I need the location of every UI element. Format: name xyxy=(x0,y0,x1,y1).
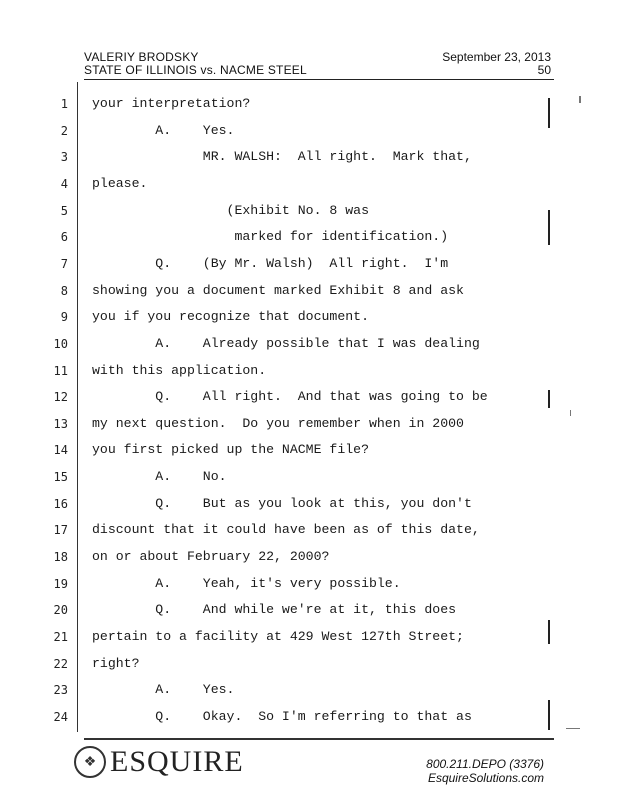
line-number: 24 xyxy=(53,710,68,724)
transcript-line: marked for identification.) xyxy=(92,229,449,244)
line-number: 14 xyxy=(53,443,68,457)
transcript-line: you if you recognize that document. xyxy=(92,309,369,324)
line-number: 5 xyxy=(60,204,68,218)
transcript-line: Q. (By Mr. Walsh) All right. I'm xyxy=(92,256,449,271)
line-number: 2 xyxy=(60,124,68,138)
esquire-logo: ❖ ESQUIRE xyxy=(74,744,244,780)
transcript-line: discount that it could have been as of t… xyxy=(92,522,480,537)
page-number: 50 xyxy=(537,63,551,77)
transcript-line: showing you a document marked Exhibit 8 … xyxy=(92,283,464,298)
transcript-line: MR. WALSH: All right. Mark that, xyxy=(92,149,472,164)
line-number: 15 xyxy=(53,470,68,484)
transcript-line: right? xyxy=(92,656,140,671)
line-number: 17 xyxy=(53,523,68,537)
line-number: 13 xyxy=(53,417,68,431)
left-margin-line xyxy=(77,82,78,732)
scan-speck xyxy=(566,728,580,729)
transcript-line: A. Yes. xyxy=(92,682,235,697)
seal-icon: ❖ xyxy=(74,746,106,778)
transcript-line: you first picked up the NACME file? xyxy=(92,442,369,457)
line-number: 23 xyxy=(53,683,68,697)
transcript-line: Q. All right. And that was going to be xyxy=(92,389,488,404)
deposition-date: September 23, 2013 xyxy=(442,50,551,64)
line-number: 18 xyxy=(53,550,68,564)
right-margin-mark xyxy=(548,98,550,128)
transcript-line: pertain to a facility at 429 West 127th … xyxy=(92,629,464,644)
line-number: 11 xyxy=(53,364,68,378)
line-number: 22 xyxy=(53,657,68,671)
scan-speck xyxy=(570,410,571,416)
transcript-line: Q. But as you look at this, you don't xyxy=(92,496,472,511)
line-number: 6 xyxy=(60,230,68,244)
line-number: 8 xyxy=(60,284,68,298)
transcript-line: A. Yes. xyxy=(92,123,235,138)
right-margin-mark xyxy=(548,620,550,644)
website: EsquireSolutions.com xyxy=(427,771,544,785)
line-number: 1 xyxy=(60,97,68,111)
witness-name: VALERIY BRODSKY xyxy=(84,50,199,64)
transcript-line: with this application. xyxy=(92,363,267,378)
brand-name: ESQUIRE xyxy=(110,745,244,778)
line-number: 4 xyxy=(60,177,68,191)
line-number: 16 xyxy=(53,497,68,511)
transcript-line: A. Already possible that I was dealing xyxy=(92,336,480,351)
transcript-line: A. Yeah, it's very possible. xyxy=(92,576,401,591)
transcript-line: please. xyxy=(92,176,148,191)
right-margin-mark xyxy=(548,390,550,408)
case-caption: STATE OF ILLINOIS vs. NACME STEEL xyxy=(84,63,307,77)
phone-number: 800.211.DEPO (3376) xyxy=(426,757,544,771)
header-rule xyxy=(84,79,554,80)
right-margin-mark xyxy=(548,700,550,730)
line-number: 20 xyxy=(53,603,68,617)
scan-speck xyxy=(579,96,581,103)
line-number: 21 xyxy=(53,630,68,644)
right-margin-mark xyxy=(548,210,550,245)
transcript-line: on or about February 22, 2000? xyxy=(92,549,330,564)
line-number: 9 xyxy=(60,310,68,324)
line-number: 10 xyxy=(53,337,68,351)
line-number: 3 xyxy=(60,150,68,164)
transcript-line: (Exhibit No. 8 was xyxy=(92,203,369,218)
line-number: 19 xyxy=(53,577,68,591)
line-number: 7 xyxy=(60,257,68,271)
transcript-line: Q. And while we're at it, this does xyxy=(92,602,457,617)
line-number: 12 xyxy=(53,390,68,404)
transcript-line: my next question. Do you remember when i… xyxy=(92,416,464,431)
transcript-line: A. No. xyxy=(92,469,227,484)
transcript-line: your interpretation? xyxy=(92,96,251,111)
footer-rule xyxy=(84,738,554,740)
transcript-line: Q. Okay. So I'm referring to that as xyxy=(92,709,472,724)
